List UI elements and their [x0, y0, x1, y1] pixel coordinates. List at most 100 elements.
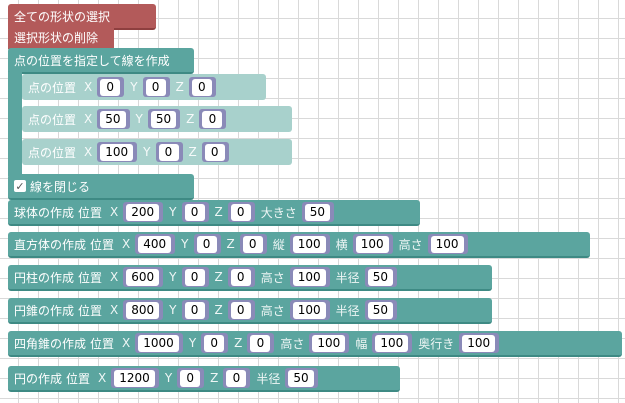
z-field[interactable]: 0: [230, 301, 251, 319]
y-socket[interactable]: 0: [155, 142, 183, 162]
y-field[interactable]: 0: [184, 203, 205, 221]
y-field[interactable]: 0: [196, 235, 217, 253]
height-socket[interactable]: 100: [289, 267, 330, 287]
height-socket[interactable]: 100: [289, 300, 330, 320]
y-label: Y: [188, 336, 197, 350]
y-field[interactable]: 0: [184, 301, 205, 319]
z-socket[interactable]: 0: [199, 109, 227, 129]
depth-socket[interactable]: 100: [459, 333, 500, 353]
close-line-row[interactable]: ✓ 線を閉じる: [8, 174, 194, 200]
position-label: 位置: [66, 371, 91, 386]
z-label: Z: [175, 80, 184, 94]
z-field[interactable]: 0: [230, 268, 251, 286]
radius-field[interactable]: 50: [367, 268, 393, 286]
z-field[interactable]: 0: [230, 203, 251, 221]
point-block-1[interactable]: 点の位置 X 0 Y 0 Z 0: [22, 74, 266, 100]
x-socket[interactable]: 200: [123, 202, 164, 222]
z-field[interactable]: 0: [191, 78, 212, 96]
cone-create-block[interactable]: 円錐の作成 位置 X 800 Y 0 Z 0 高さ 100 半径 50: [8, 298, 492, 324]
width-field[interactable]: 100: [355, 235, 389, 253]
box-label: 直方体の作成: [14, 237, 87, 252]
x-field[interactable]: 600: [126, 268, 160, 286]
z-socket[interactable]: 0: [239, 234, 267, 254]
radius-field[interactable]: 50: [367, 301, 393, 319]
x-field[interactable]: 0: [100, 78, 121, 96]
x-field[interactable]: 1200: [114, 369, 155, 387]
x-socket[interactable]: 400: [135, 234, 176, 254]
z-socket[interactable]: 0: [227, 202, 255, 222]
z-socket[interactable]: 0: [188, 77, 216, 97]
z-field[interactable]: 0: [242, 235, 263, 253]
x-field[interactable]: 800: [126, 301, 160, 319]
depth-field[interactable]: 100: [292, 235, 326, 253]
y-field[interactable]: 0: [145, 78, 166, 96]
y-field[interactable]: 0: [158, 143, 179, 161]
delete-selected-block[interactable]: 選択形状の削除: [8, 25, 114, 51]
width-socket[interactable]: 100: [352, 234, 393, 254]
x-field[interactable]: 50: [100, 110, 126, 128]
x-socket[interactable]: 50: [97, 109, 130, 129]
height-field[interactable]: 100: [430, 235, 464, 253]
height-socket[interactable]: 100: [427, 234, 468, 254]
depth-socket[interactable]: 100: [289, 234, 330, 254]
z-field[interactable]: 0: [226, 369, 247, 387]
z-socket[interactable]: 0: [201, 142, 229, 162]
size-field[interactable]: 50: [304, 203, 331, 221]
y-socket[interactable]: 0: [201, 333, 229, 353]
y-label: Y: [169, 270, 177, 284]
x-field[interactable]: 1000: [138, 334, 179, 352]
y-socket[interactable]: 50: [147, 109, 181, 129]
radius-socket[interactable]: 50: [285, 368, 318, 388]
y-socket[interactable]: 0: [193, 234, 221, 254]
sphere-create-block[interactable]: 球体の作成 位置 X 200 Y 0 Z 0 大きさ 50: [8, 200, 420, 226]
depth-field[interactable]: 100: [462, 334, 496, 352]
box-create-block[interactable]: 直方体の作成 位置 X 400 Y 0 Z 0 縦 100 横 100 高さ 1…: [8, 232, 590, 258]
y-socket[interactable]: 0: [177, 368, 205, 388]
pyramid-create-block[interactable]: 四角錐の作成 位置 X 1000 Y 0 Z 0 高さ 100 幅 100 奥行…: [8, 331, 622, 357]
z-label: Z: [214, 303, 223, 317]
z-socket[interactable]: 0: [227, 267, 255, 287]
y-field[interactable]: 50: [150, 110, 177, 128]
y-socket[interactable]: 0: [181, 202, 209, 222]
z-socket[interactable]: 0: [247, 333, 275, 353]
point-block-3[interactable]: 点の位置 X 100 Y 0 Z 0: [22, 139, 292, 165]
x-socket[interactable]: 0: [97, 77, 125, 97]
y-field[interactable]: 0: [204, 334, 225, 352]
y-socket[interactable]: 0: [181, 300, 209, 320]
radius-socket[interactable]: 50: [364, 267, 397, 287]
z-field[interactable]: 0: [250, 334, 271, 352]
radius-socket[interactable]: 50: [364, 300, 397, 320]
z-field[interactable]: 0: [204, 143, 225, 161]
width-field[interactable]: 100: [375, 334, 409, 352]
z-socket[interactable]: 0: [223, 368, 251, 388]
radius-field[interactable]: 50: [288, 369, 314, 387]
height-field[interactable]: 100: [312, 334, 346, 352]
y-field[interactable]: 0: [180, 369, 201, 387]
x-socket[interactable]: 1200: [111, 368, 159, 388]
x-field[interactable]: 200: [126, 203, 160, 221]
z-field[interactable]: 0: [202, 110, 223, 128]
height-field[interactable]: 100: [292, 268, 326, 286]
point-block-2[interactable]: 点の位置 X 50 Y 50 Z 0: [22, 106, 292, 132]
point-label: 点の位置: [28, 112, 77, 127]
x-field[interactable]: 400: [138, 235, 172, 253]
z-socket[interactable]: 0: [227, 300, 255, 320]
x-socket[interactable]: 1000: [135, 333, 183, 353]
height-socket[interactable]: 100: [309, 333, 350, 353]
y-socket[interactable]: 0: [181, 267, 209, 287]
height-field[interactable]: 100: [292, 301, 326, 319]
x-field[interactable]: 100: [100, 143, 134, 161]
cylinder-create-block[interactable]: 円柱の作成 位置 X 600 Y 0 Z 0 高さ 100 半径 50: [8, 265, 492, 291]
x-socket[interactable]: 100: [97, 142, 138, 162]
x-socket[interactable]: 600: [123, 267, 164, 287]
depth-label: 奥行き: [418, 336, 455, 351]
width-socket[interactable]: 100: [372, 333, 413, 353]
x-socket[interactable]: 800: [123, 300, 164, 320]
circle-create-block[interactable]: 円の作成 位置 X 1200 Y 0 Z 0 半径 50: [8, 366, 400, 392]
line-create-block[interactable]: 点の位置を指定して線を作成: [8, 48, 194, 74]
y-socket[interactable]: 0: [142, 77, 170, 97]
size-socket[interactable]: 50: [301, 202, 335, 222]
y-field[interactable]: 0: [184, 268, 205, 286]
check-icon[interactable]: ✓: [14, 179, 26, 193]
